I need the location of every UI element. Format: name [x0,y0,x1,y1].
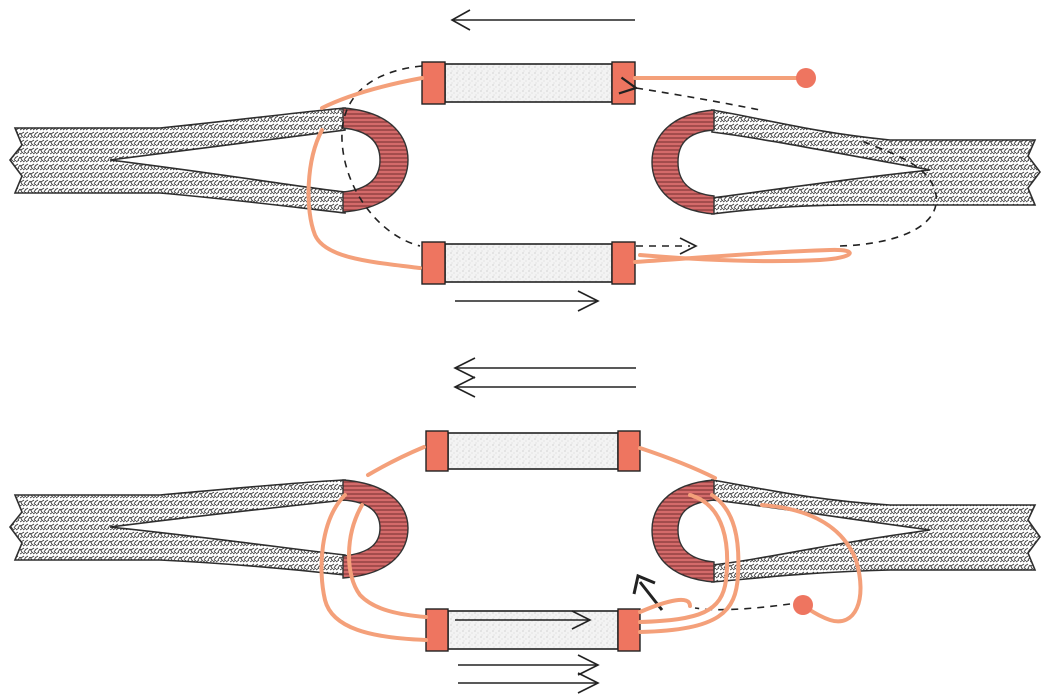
block-end-cap [425,608,449,652]
bottom-right-rope [651,479,1041,583]
lashing-end-knot [796,68,816,88]
block-end-cap [611,61,636,105]
block-end-cap [421,241,446,285]
thimble-icon [651,479,715,583]
top-dashed-path-loop [636,139,938,247]
bottom-load-arrow-right [458,654,600,694]
block-end-cap [617,430,641,472]
bottom-lashing [319,445,863,642]
block-end-cap [617,608,641,652]
top-lashing [306,68,852,270]
top-dashed-arrow [679,237,698,255]
thimble-icon [342,107,409,213]
top-dashed-path-right [636,88,761,111]
block-end-cap [421,61,446,105]
top-right-rope [651,109,1041,215]
bottom-lower-block [425,608,641,652]
thimble-icon [651,109,715,215]
bottom-upper-block [425,430,641,472]
bottom-load-arrow-left [453,357,636,398]
block-end-cap [611,241,636,285]
top-upper-block [421,61,636,105]
top-left-rope [8,107,409,214]
top-panel [8,9,1041,312]
top-lower-block [421,241,636,285]
bottom-left-rope [8,479,409,579]
bottom-panel [8,357,1041,694]
lashing-end-knot [793,595,813,615]
top-load-arrow-left [450,9,635,31]
block-inner-arrow [455,610,592,630]
block-end-cap [425,430,449,472]
top-load-arrow-right [455,290,600,312]
top-dashed-path-left [341,65,423,247]
